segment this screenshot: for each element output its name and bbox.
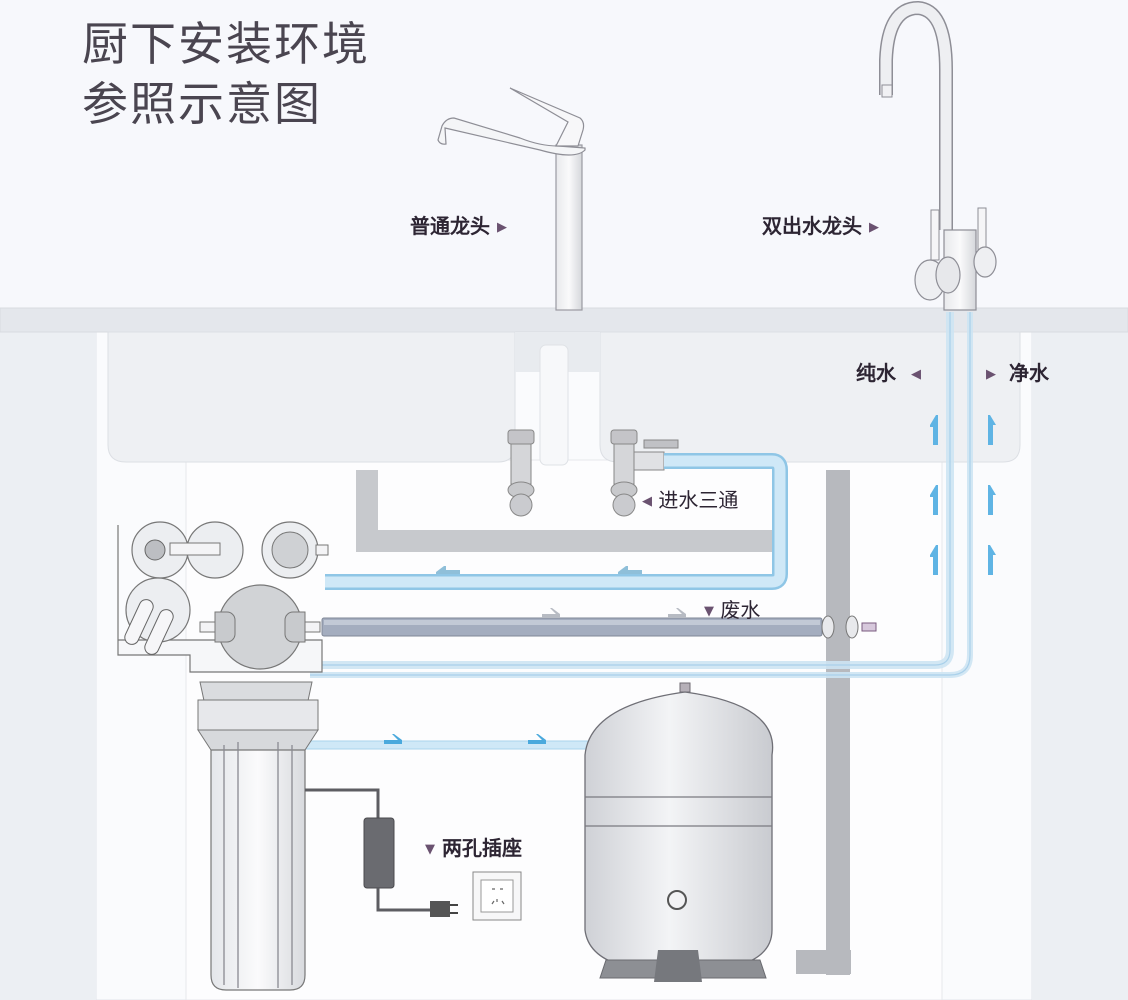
- pointer-down-icon: ▼: [704, 604, 714, 619]
- label-pure-water: 纯水 ◀: [856, 361, 921, 385]
- flow-arrows-tank: [384, 734, 546, 744]
- label-two-hole-socket: ▼ 两孔插座: [425, 836, 522, 860]
- title-line-2: 参照示意图: [82, 77, 322, 131]
- pre-filter-housing: [197, 681, 319, 991]
- angle-valve-left: [507, 429, 535, 517]
- pointer-right-icon: ▶: [986, 367, 996, 382]
- pointer-right-icon: ▶: [496, 220, 507, 235]
- label-dual-outlet-faucet: 双出水龙头 ▶: [762, 214, 879, 238]
- inlet-tee-valve: [610, 429, 679, 517]
- label-normal-faucet: 普通龙头 ▶: [410, 214, 507, 238]
- normal-faucet: [437, 87, 586, 311]
- dual-outlet-faucet: [879, 0, 997, 311]
- label-inlet-tee: ◀ 进水三通: [642, 488, 739, 512]
- pointer-left-icon: ◀: [642, 494, 652, 509]
- title-line-1: 厨下安装环境: [82, 17, 370, 71]
- pressure-tank: [584, 682, 774, 982]
- label-waste-water: ▼ 废水: [704, 598, 761, 622]
- ro-purifier-unit: [117, 521, 329, 673]
- sink: [107, 331, 1021, 466]
- inlet-water-pipe: [325, 453, 788, 590]
- drain-pipes: [356, 470, 851, 975]
- label-clean-water: ▶ 净水: [986, 361, 1049, 385]
- flow-arrows-left: [436, 566, 642, 574]
- pointer-down-icon: ▼: [425, 842, 435, 857]
- faucet-supply-tubes: [310, 312, 973, 678]
- waste-water-pipe: [321, 615, 877, 639]
- flow-arrows-right: [542, 608, 686, 618]
- two-hole-socket: [472, 871, 522, 921]
- page-title: 厨下安装环境 参照示意图: [82, 14, 370, 134]
- countertop: [0, 307, 1128, 333]
- pointer-left-icon: ◀: [910, 367, 921, 382]
- pointer-right-icon: ▶: [868, 220, 879, 235]
- flow-arrows-up: [930, 415, 996, 575]
- power-adapter: [305, 788, 458, 917]
- tank-feed-pipe: [305, 740, 590, 750]
